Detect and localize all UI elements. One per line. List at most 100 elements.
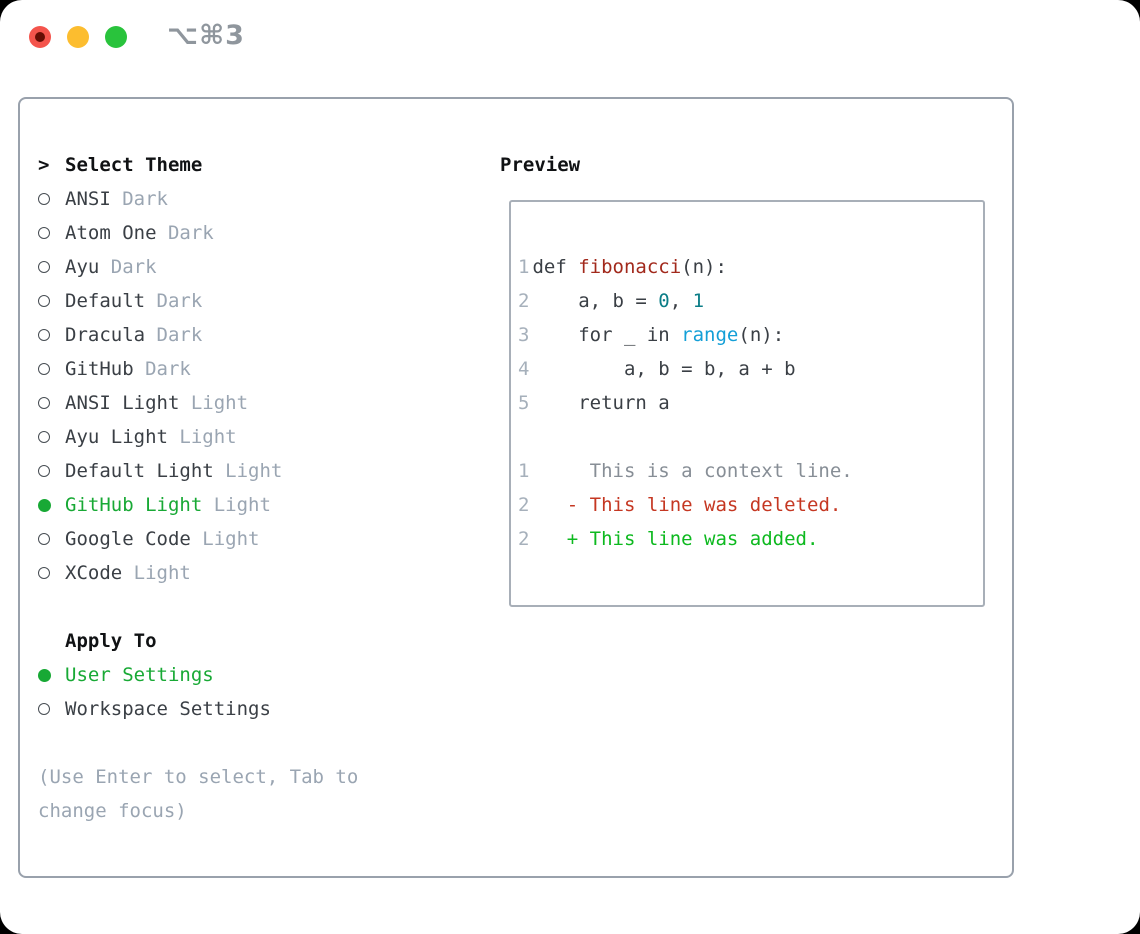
- code-token-func: fibonacci: [578, 256, 682, 278]
- option-variant: Dark: [99, 256, 157, 278]
- radio-icon: [38, 227, 65, 239]
- theme-option[interactable]: ANSI Light Light: [38, 386, 282, 420]
- radio-icon: [38, 668, 65, 682]
- option-label: ANSI Light: [65, 392, 180, 414]
- radio-icon: [38, 397, 65, 409]
- theme-menu-title-row: > Select Theme: [38, 148, 282, 182]
- option-label: Atom One: [65, 222, 157, 244]
- line-number: 1: [518, 256, 530, 278]
- preview-code-line: 5 return a: [518, 386, 853, 420]
- option-variant: Dark: [110, 188, 168, 210]
- theme-menu-title: Select Theme: [65, 154, 203, 176]
- hint-footer: (Use Enter to select, Tab to change focu…: [38, 760, 358, 828]
- option-label: Google Code: [65, 528, 191, 550]
- radio-icon: [38, 193, 65, 205]
- theme-picker-panel: > Select Theme ANSI Dark Atom One Dark Ay…: [18, 97, 1014, 878]
- code-token-num: 0: [658, 290, 670, 312]
- close-button[interactable]: [29, 26, 51, 48]
- apply-to-title-row: Apply To: [38, 624, 271, 658]
- option-label: Dracula: [65, 324, 146, 346]
- prompt-icon: >: [38, 154, 50, 176]
- theme-option[interactable]: Google Code Light: [38, 522, 282, 556]
- option-variant: Light: [202, 494, 271, 516]
- option-variant: Dark: [145, 290, 203, 312]
- option-variant: Light: [179, 392, 249, 414]
- code-token-code-text: ,: [669, 290, 693, 312]
- radio-icon: [38, 329, 65, 341]
- option-variant: Light: [122, 562, 191, 584]
- code-token-code-text: (n):: [738, 324, 785, 346]
- title-bar: ⌥⌘3: [0, 0, 1140, 74]
- option-label: XCode: [65, 562, 123, 584]
- line-number: 5: [518, 392, 530, 414]
- code-token-added: + This line was added.: [566, 528, 819, 550]
- theme-option[interactable]: XCode Light: [38, 556, 282, 590]
- preview-title-row: Preview: [500, 148, 580, 182]
- code-token-code-text: a, b = b, a + b: [532, 358, 796, 380]
- hint-line-2: change focus): [38, 800, 187, 822]
- radio-icon: [38, 431, 65, 443]
- zoom-button[interactable]: [105, 26, 127, 48]
- code-token-num: 1: [692, 290, 705, 312]
- minimize-button[interactable]: [67, 26, 89, 48]
- option-label: Ayu: [65, 256, 100, 278]
- option-variant: Dark: [156, 222, 214, 244]
- code-token-code-text: [532, 494, 566, 516]
- apply-to-option[interactable]: Workspace Settings: [38, 692, 271, 726]
- option-label: ANSI: [65, 188, 111, 210]
- radio-icon: [38, 295, 65, 307]
- radio-icon: [38, 533, 65, 545]
- option-variant: Dark: [145, 324, 203, 346]
- theme-option[interactable]: Default Light Light: [38, 454, 282, 488]
- option-label: Workspace Settings: [65, 698, 271, 720]
- radio-icon: [38, 261, 65, 273]
- theme-option[interactable]: Ayu Light Light: [38, 420, 282, 454]
- option-label: User Settings: [65, 664, 214, 686]
- theme-option[interactable]: Atom One Dark: [38, 216, 282, 250]
- option-variant: Dark: [133, 358, 191, 380]
- option-variant: Light: [190, 528, 260, 550]
- code-token-code-text: a, b =: [532, 290, 659, 312]
- theme-option[interactable]: Default Dark: [38, 284, 282, 318]
- hint-line-1: (Use Enter to select, Tab to: [38, 766, 359, 788]
- line-number: 4: [518, 358, 530, 380]
- radio-icon: [38, 498, 65, 512]
- option-label: GitHub: [65, 358, 134, 380]
- preview-code-line: 2 a, b = 0, 1: [518, 284, 853, 318]
- option-variant: Light: [167, 426, 237, 448]
- theme-option[interactable]: GitHub Light Light: [38, 488, 282, 522]
- preview-code-line: 3 for _ in range(n):: [518, 318, 853, 352]
- radio-icon: [38, 465, 65, 477]
- preview-code-line: 2 + This line was added.: [518, 522, 853, 556]
- code-token-code-text: [532, 528, 566, 550]
- option-label: Default Light: [65, 460, 214, 482]
- line-number: 2: [518, 494, 530, 516]
- theme-option[interactable]: Dracula Dark: [38, 318, 282, 352]
- option-label: GitHub Light: [65, 494, 203, 516]
- preview-title: Preview: [500, 154, 581, 176]
- code-token-builtin: range: [681, 324, 739, 346]
- apply-to-title: Apply To: [65, 630, 157, 652]
- line-number: 2: [518, 528, 530, 550]
- apply-to-option[interactable]: User Settings: [38, 658, 271, 692]
- apply-to-section: Apply To User Settings Workspace Setting…: [38, 624, 271, 726]
- window-title-shortcut: ⌥⌘3: [167, 20, 245, 51]
- theme-option[interactable]: ANSI Dark: [38, 182, 282, 216]
- option-label: Default: [65, 290, 146, 312]
- preview-code-line: 2 - This line was deleted.: [518, 488, 853, 522]
- code-token-deleted: - This line was deleted.: [566, 494, 842, 516]
- radio-icon: [38, 703, 65, 715]
- apply-to-options: User Settings Workspace Settings: [38, 658, 271, 726]
- code-token-code-text: (n):: [681, 256, 727, 278]
- preview-code-line: 4 a, b = b, a + b: [518, 352, 853, 386]
- code-token-context: This is a context line.: [532, 460, 853, 482]
- option-variant: Light: [213, 460, 283, 482]
- theme-menu: > Select Theme ANSI Dark Atom One Dark Ay…: [38, 148, 282, 590]
- preview-code-line: 1 This is a context line.: [518, 454, 853, 488]
- theme-option[interactable]: Ayu Dark: [38, 250, 282, 284]
- preview-code-line: [518, 420, 853, 454]
- theme-option[interactable]: GitHub Dark: [38, 352, 282, 386]
